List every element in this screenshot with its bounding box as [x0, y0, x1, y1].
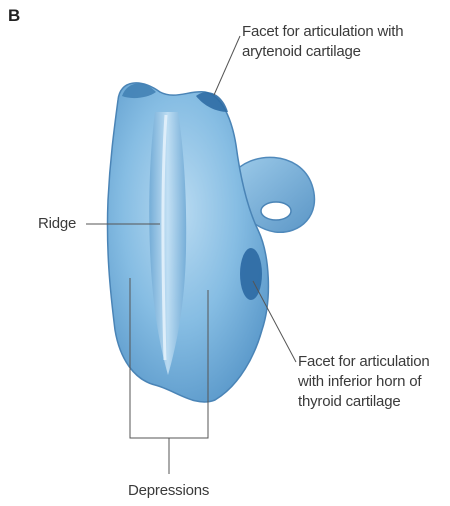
label-arytenoid-facet: Facet for articulation with arytenoid ca…: [242, 22, 403, 62]
cartilage-lamina: [107, 83, 268, 402]
label-depressions: Depressions: [128, 481, 209, 501]
leader-arytenoid-facet: [214, 36, 240, 95]
label-ridge: Ridge: [38, 214, 76, 234]
arch-opening: [261, 202, 291, 220]
label-thyroid-facet: Facet for articulation with inferior hor…: [298, 352, 430, 412]
